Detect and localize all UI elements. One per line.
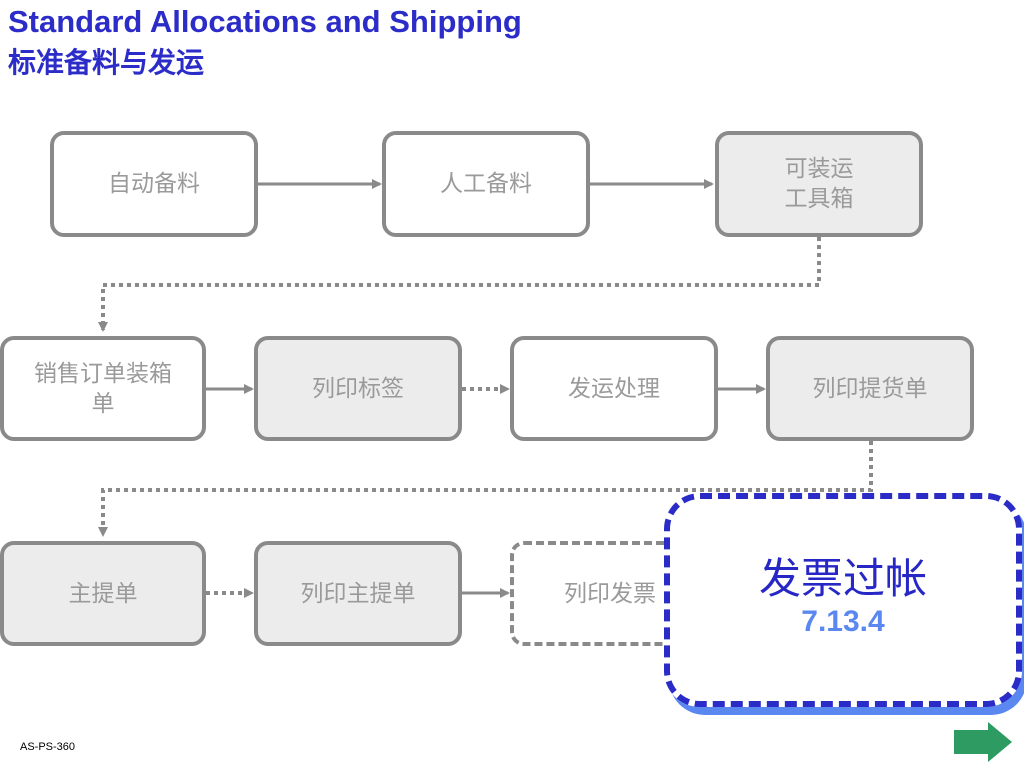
node-label: 列印提货单	[812, 375, 928, 402]
page-title: Standard Allocations and Shipping	[8, 4, 522, 39]
callout-title: 发票过帐	[758, 554, 927, 603]
node-label: 列印发票	[564, 580, 656, 607]
node-auto-allocation: 自动备料	[50, 131, 258, 237]
node-label: 自动备料	[108, 171, 200, 197]
node-label: 人工备料	[440, 171, 532, 197]
dotted-toolbox-to-packing	[98, 237, 821, 332]
node-sales-order-packing-slip: 销售订单装箱 单	[0, 336, 206, 441]
footer-page-code: AS-PS-360	[20, 741, 76, 753]
node-master-bill: 主提单	[0, 541, 206, 646]
node-label: 列印主提单	[300, 580, 416, 607]
page-subtitle: 标准备料与发运	[8, 46, 205, 79]
node-label: 主提单	[68, 580, 138, 607]
callout-code: 7.13.4	[801, 605, 885, 638]
node-print-bill-of-lading: 列印提货单	[766, 336, 974, 441]
node-print-labels: 列印标签	[254, 336, 462, 441]
callout-invoice-posting: 发票过帐 7.13.4	[664, 493, 1022, 707]
node-label: 可装运 工具箱	[784, 156, 854, 212]
node-print-master-bill: 列印主提单	[254, 541, 462, 646]
node-label: 发运处理	[568, 375, 660, 402]
next-arrow-icon[interactable]	[952, 720, 1014, 764]
dotted-bol-to-master	[98, 441, 873, 537]
node-label: 列印标签	[312, 375, 404, 402]
node-shippable-toolbox: 可装运 工具箱	[715, 131, 923, 237]
node-manual-allocation: 人工备料	[382, 131, 590, 237]
node-label: 销售订单装箱 单	[34, 360, 172, 417]
node-ship-confirm: 发运处理	[510, 336, 718, 441]
